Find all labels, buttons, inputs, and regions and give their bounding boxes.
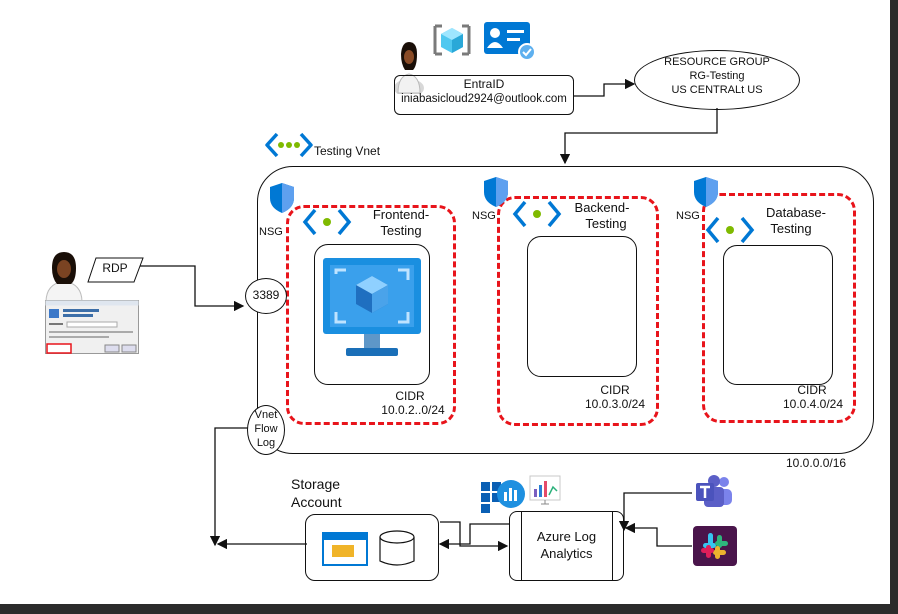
database-cidr: 10.0.4.0/24 — [782, 397, 844, 411]
log-analytics-icon — [481, 480, 525, 513]
entra-title: EntraID — [463, 77, 505, 91]
database-cidr-label: CIDR — [797, 383, 827, 397]
frontend-subnet-name-2: Testing — [380, 223, 422, 238]
rdp-label: RDP — [102, 261, 128, 275]
backend-subnet — [497, 196, 659, 426]
connector-layer — [140, 78, 718, 552]
backend-nsg-shield-icon — [484, 177, 508, 207]
user-avatar-icon — [394, 42, 424, 94]
resource-group-ellipse — [634, 50, 800, 110]
workbook-chart-icon — [529, 475, 561, 505]
teams-icon — [696, 475, 732, 507]
backend-subnet-name-2: Testing — [585, 216, 627, 231]
diagram-canvas: EntraID iniabasicloud2924@outlook.com RE… — [0, 0, 890, 604]
log-analytics-title-2: Analytics — [540, 546, 593, 561]
flow-log-line3: Log — [256, 437, 276, 449]
database-subnet-name: Database- — [766, 205, 826, 220]
database-host-box — [723, 245, 833, 385]
backend-subnet-icon — [512, 200, 562, 228]
entra-email: iniabasicloud2924@outlook.com — [401, 93, 567, 105]
frontend-nsg-label: NSG — [259, 226, 283, 238]
port-ellipse — [245, 278, 287, 314]
rdp-to-port-connector — [140, 265, 245, 312]
backend-subnet-name: Backend- — [574, 200, 630, 215]
log-analytics-title: Azure Log — [536, 529, 597, 544]
rdp-tag-shape — [87, 257, 144, 283]
database-cylinder-icon — [379, 530, 415, 566]
frontend-vm-box — [314, 244, 430, 385]
flow-log-line2: Flow — [254, 423, 278, 435]
azure-cube-icon — [433, 24, 471, 56]
port-label: 3389 — [252, 288, 280, 302]
database-nsg-label: NSG — [676, 210, 700, 222]
analytics-to-storage-connector — [438, 523, 509, 550]
vnet-cidr: 10.0.0.0/16 — [786, 456, 847, 470]
remote-desktop-window-icon — [45, 300, 139, 354]
storage-to-analytics-connector — [440, 521, 509, 552]
frontend-nsg-shield-icon — [270, 183, 294, 213]
teams-to-analytics-connector — [618, 492, 692, 532]
resource-group-region: US CENTRALt US — [671, 84, 763, 96]
backend-host-box — [527, 236, 637, 377]
slack-to-analytics-connector — [624, 522, 692, 547]
resource-group-title: RESOURCE GROUP — [664, 56, 770, 68]
storage-title-2: Account — [291, 494, 342, 510]
vnet-icon — [265, 132, 313, 158]
backend-cidr: 10.0.3.0/24 — [584, 397, 646, 411]
slack-icon — [693, 526, 737, 566]
rdp-user-avatar-icon — [45, 252, 83, 302]
storage-title: Storage — [291, 476, 341, 492]
virtual-machine-icon — [323, 258, 421, 356]
rg-to-vnet-connector — [559, 108, 718, 165]
frontend-subnet-name: Frontend- — [372, 207, 430, 222]
enterprise-app-icon — [484, 22, 536, 61]
database-subnet-icon — [705, 216, 755, 244]
frontend-cidr-label: CIDR — [395, 389, 425, 403]
flow-log-ellipse — [247, 405, 285, 455]
flow-log-line1: Vnet — [254, 409, 278, 421]
frontend-cidr: 10.0.2..0/24 — [381, 403, 445, 417]
log-analytics-divider-right — [612, 511, 613, 581]
flowlog-to-storage-connector — [209, 427, 248, 547]
database-subnet-name-2: Testing — [770, 221, 812, 236]
database-nsg-shield-icon — [694, 177, 718, 207]
frontend-subnet — [286, 205, 456, 425]
entra-to-rg-connector — [574, 78, 636, 97]
resource-group-name: RG-Testing — [689, 70, 745, 82]
storage-account-box — [305, 514, 439, 581]
database-subnet — [702, 193, 856, 423]
log-analytics-divider-left — [521, 511, 522, 581]
vnet-label: Testing Vnet — [314, 144, 381, 158]
storage-window-icon — [322, 532, 368, 566]
backend-nsg-label: NSG — [472, 210, 496, 222]
backend-cidr-label: CIDR — [600, 383, 630, 397]
log-analytics-box — [509, 511, 624, 581]
frontend-subnet-icon — [302, 208, 352, 236]
entra-box — [394, 75, 574, 115]
